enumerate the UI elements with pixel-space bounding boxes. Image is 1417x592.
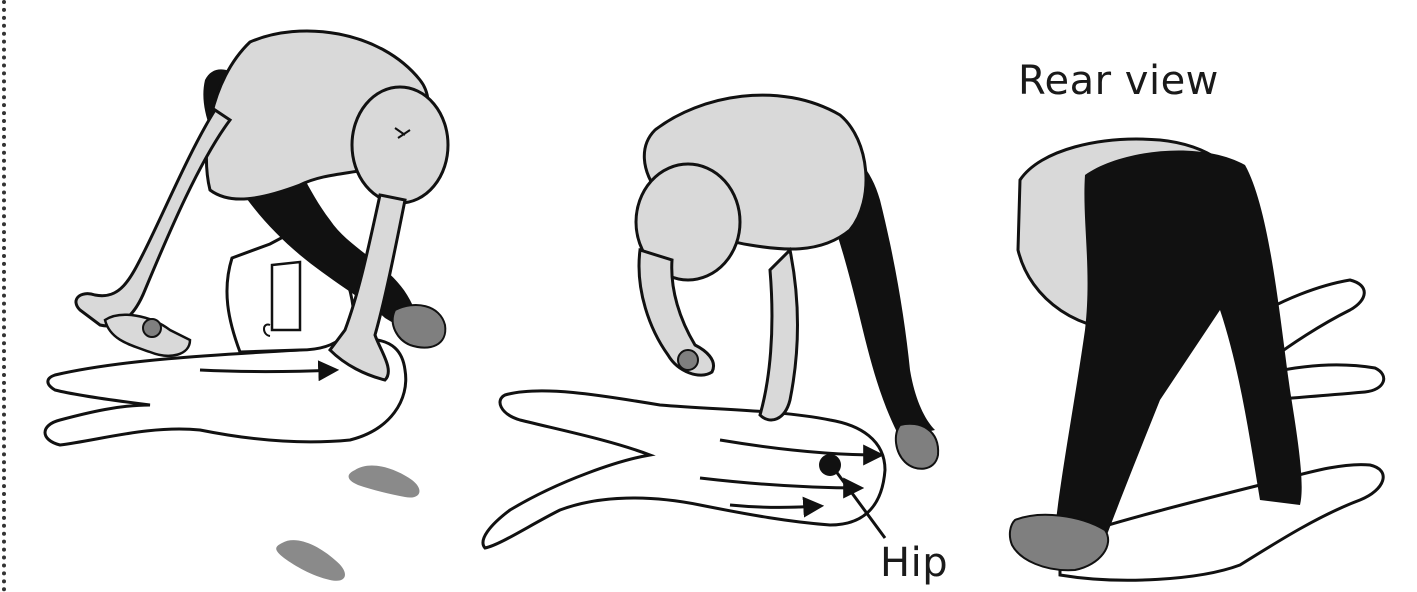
panel-3-rear-view [1010,139,1384,580]
rear-view-label: Rear view [1018,58,1219,104]
rescuer-3-shoe [1010,515,1108,570]
rescuer-1-shoe [393,305,446,348]
rescuer-2-right-arm [760,250,798,420]
rescuer-3-pants [1055,151,1302,540]
panel-1-lift-start [45,31,448,581]
panel-1-motion-arrow [200,370,335,372]
footprint-1 [349,465,420,497]
footprint-2 [276,540,345,581]
hip-label: Hip [880,540,948,586]
rescuer-1-left-arm [76,110,230,326]
panel-2-lift-hip [483,95,938,548]
rescuer-1-head [352,87,448,203]
